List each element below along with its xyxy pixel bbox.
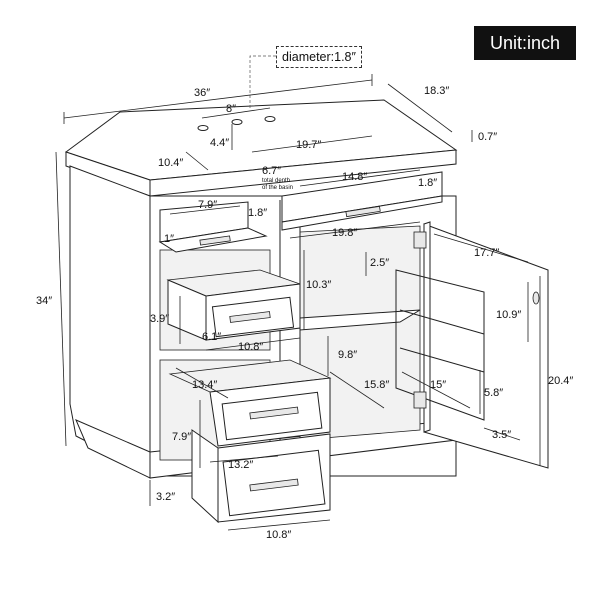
dim-faucet-spacing: 8″ xyxy=(226,103,236,115)
dim-basin-width: 19.7″ xyxy=(296,139,321,151)
dim-drawer-width: 10.8″ xyxy=(238,341,263,353)
dim-flip-drawer-width: 14.8″ xyxy=(342,171,367,183)
cabinet-body xyxy=(69,165,457,479)
dim-toe-kick: 3.2″ xyxy=(156,491,175,503)
diameter-callout: diameter:1.8″ xyxy=(276,46,362,68)
dim-drawer-height: 3.9″ xyxy=(150,313,169,325)
basin-note-line2: of the basin xyxy=(262,185,293,191)
unit-badge: Unit:inch xyxy=(474,26,576,60)
dim-door-width: 17.7″ xyxy=(474,247,499,259)
dim-basin-side: 10.4″ xyxy=(158,157,183,169)
dim-door-rack-depth: 3.5″ xyxy=(492,429,511,441)
dim-upper-depth: 10.3″ xyxy=(306,279,331,291)
dim-door-shelf-height: 10.9″ xyxy=(496,309,521,321)
dim-lower-drawer-depth: 13.4″ xyxy=(192,379,217,391)
lower-drawer-bottom xyxy=(191,429,331,524)
dim-inner-width: 19.8″ xyxy=(332,227,357,239)
dim-lower-drawer-height: 7.9″ xyxy=(172,431,191,443)
dim-flip-drawer-depth: 1.8″ xyxy=(418,177,437,189)
upper-drawer xyxy=(166,269,301,341)
dim-shelf-width: 15″ xyxy=(430,379,446,391)
open-door xyxy=(395,221,549,469)
dimension-labels: 36″ 18.3″ 8″ 4.4″ 0.7″ 19.7″ 10.4″ 6.7″ … xyxy=(36,85,573,541)
flip-drawer-large xyxy=(281,171,443,231)
countertop xyxy=(64,99,458,197)
dimension-lines xyxy=(55,74,541,531)
dim-door-height: 20.4″ xyxy=(548,375,573,387)
dim-door-rack-gap: 5.8″ xyxy=(484,387,503,399)
dim-height-total: 34″ xyxy=(36,295,52,307)
dim-cabinet-height: 9.8″ xyxy=(338,349,357,361)
dim-basin-depth: 6.7″ xyxy=(262,165,281,177)
dim-lower-drawer-inner: 13.2″ xyxy=(228,459,253,471)
dim-shelf-gap: 2.5″ xyxy=(370,257,389,269)
dim-faucet-to-back: 4.4″ xyxy=(210,137,229,149)
lower-drawer-top xyxy=(168,359,332,447)
dim-drawer-inner-depth: 6.1″ xyxy=(202,331,221,343)
dim-top-thickness: 0.7″ xyxy=(478,131,497,143)
dim-bottom-drawer-width: 10.8″ xyxy=(266,529,291,541)
dim-small-flip-height: 1″ xyxy=(164,233,174,245)
dim-width-total: 36″ xyxy=(194,87,210,99)
basin-note-line1: total denth xyxy=(262,178,290,184)
dim-small-flip-depth: 1.8″ xyxy=(248,207,267,219)
dim-small-flip-width: 7.9″ xyxy=(198,199,217,211)
dim-depth-total: 18.3″ xyxy=(424,85,449,97)
flip-drawer-small xyxy=(158,201,268,253)
dim-shelf-depth: 15.8″ xyxy=(364,379,389,391)
